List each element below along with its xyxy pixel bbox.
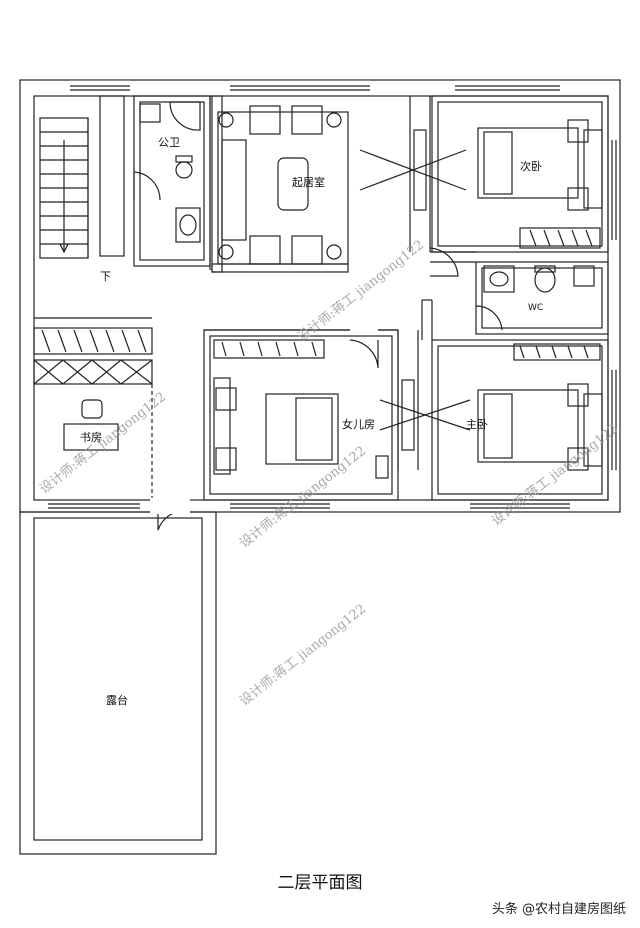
watermark: 设计师:蒋工 jiangong122 — [489, 422, 621, 530]
outer-wall — [19, 79, 621, 513]
source-credit: 头条 @农村自建房图纸 — [491, 902, 626, 917]
staircase — [39, 95, 125, 259]
stair-down-label: 下 — [100, 270, 111, 283]
daughter-room — [203, 329, 399, 501]
terrace-label: 露台 — [106, 693, 128, 707]
master-bedroom-label: 主卧 — [466, 418, 488, 431]
second-bedroom — [431, 95, 609, 253]
living-furniture — [211, 95, 349, 273]
terrace — [19, 511, 217, 855]
partition-walls — [34, 96, 476, 340]
wc-label: WC — [528, 303, 543, 313]
study-label: 书房 — [80, 431, 102, 444]
wc-room — [475, 261, 609, 335]
second-bedroom-label: 次卧 — [520, 159, 542, 173]
watermark: 设计师:蒋工 jiangong122 — [37, 390, 169, 498]
plan-title: 二层平面图 — [277, 873, 363, 893]
watermark: 设计师:蒋工 jiangong122 — [237, 602, 369, 710]
daughter-room-label: 女儿房 — [342, 417, 375, 431]
public-bath-walls — [133, 95, 211, 267]
living-room-label: 起居室 — [292, 175, 325, 189]
master-bedroom — [431, 339, 609, 501]
study-room — [33, 327, 153, 500]
public-bath-label: 公卫 — [158, 136, 180, 149]
